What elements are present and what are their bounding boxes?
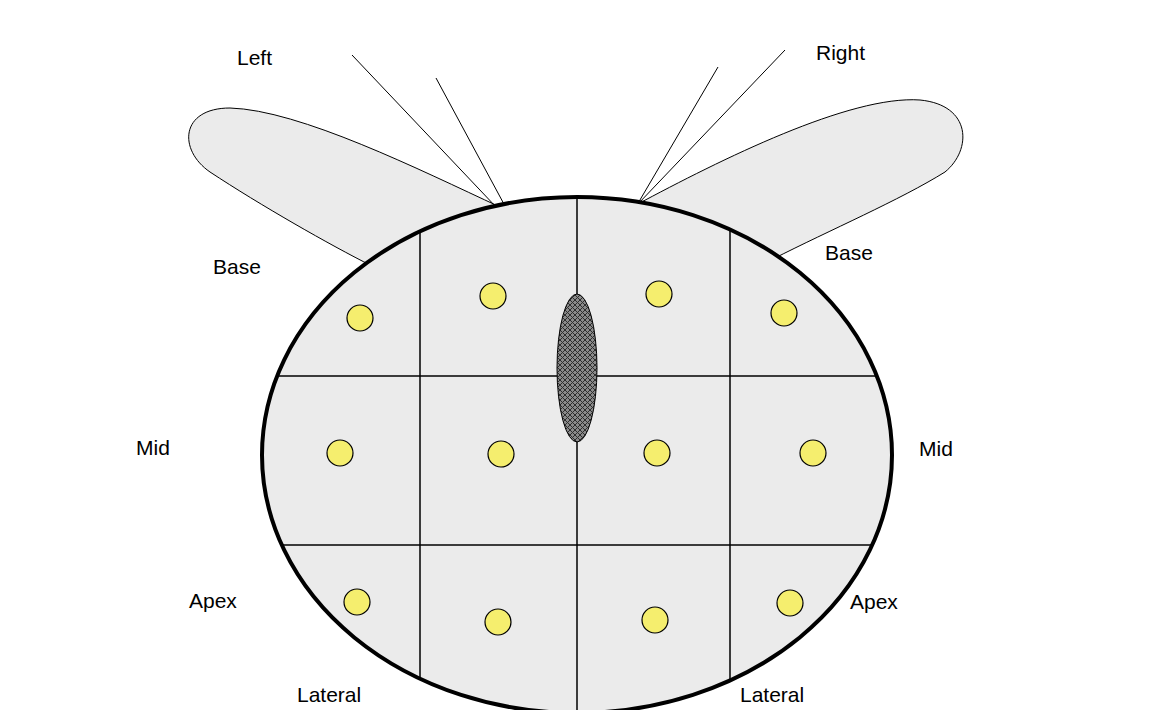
biopsy-sites xyxy=(327,281,826,635)
side-label: Lateral xyxy=(295,683,363,707)
side-label: Right xyxy=(814,41,867,65)
leader-line xyxy=(436,78,505,206)
biopsy-dot xyxy=(642,607,668,633)
biopsy-dot xyxy=(777,590,803,616)
biopsy-dot xyxy=(480,283,506,309)
zone-label: Base xyxy=(211,255,263,279)
biopsy-dot xyxy=(488,441,514,467)
biopsy-dot xyxy=(644,440,670,466)
biopsy-dot xyxy=(485,609,511,635)
leader-line xyxy=(637,67,718,205)
zone-label: Base xyxy=(823,241,875,265)
side-label: Lateral xyxy=(738,683,806,707)
biopsy-dot xyxy=(800,440,826,466)
side-label: Left xyxy=(235,46,274,70)
grid-line xyxy=(729,190,731,710)
biopsy-dot xyxy=(771,300,797,326)
gland-border xyxy=(262,197,892,710)
zone-label: Mid xyxy=(917,437,955,461)
zone-label: Apex xyxy=(848,590,900,614)
biopsy-dot xyxy=(347,305,373,331)
leader-line xyxy=(352,55,497,208)
biopsy-dot xyxy=(344,589,370,615)
leader-line xyxy=(637,50,785,205)
biopsy-dot xyxy=(646,281,672,307)
grid-line xyxy=(419,190,421,710)
grid-line xyxy=(250,544,900,546)
grid-line xyxy=(576,190,578,710)
biopsy-dot xyxy=(327,440,353,466)
zone-label: Mid xyxy=(134,436,172,460)
zone-label: Apex xyxy=(187,589,239,613)
grid-lines xyxy=(250,190,900,710)
urethra xyxy=(557,294,597,442)
